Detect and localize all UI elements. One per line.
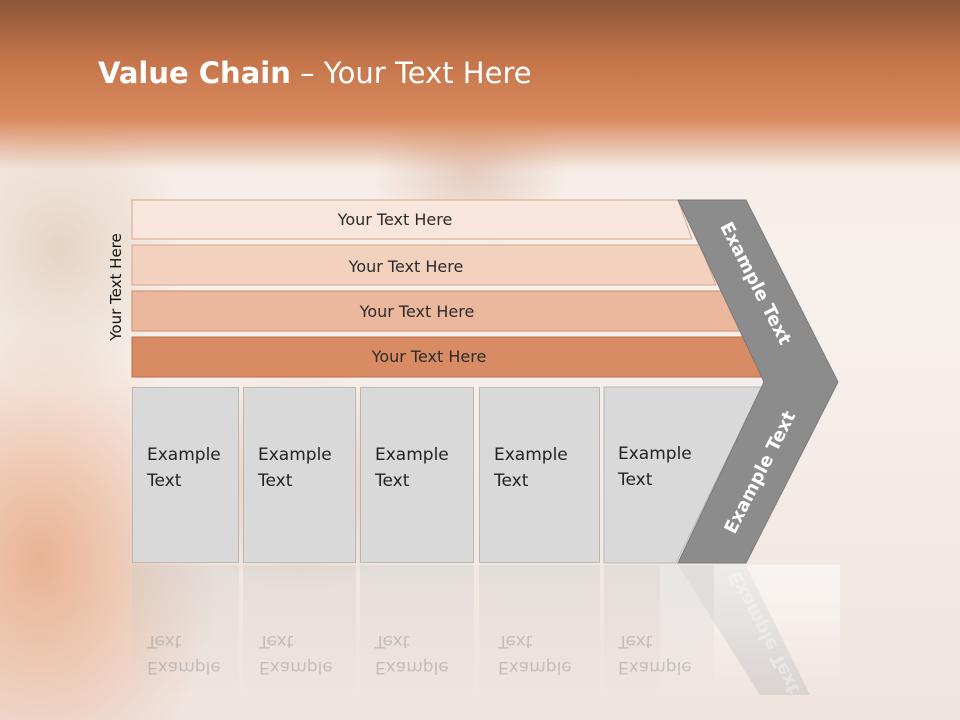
box-4-line1: Example bbox=[494, 445, 568, 465]
slide-title: Value Chain – Your Text Here bbox=[98, 56, 532, 90]
bar-2-label: Your Text Here bbox=[348, 256, 464, 276]
box-3-line1: Example bbox=[375, 445, 449, 465]
box-reflection-3 bbox=[360, 565, 474, 695]
fifth-box-shape bbox=[603, 386, 763, 564]
bar-3: Your Text Here bbox=[132, 292, 722, 330]
title-bold: Value Chain bbox=[98, 56, 291, 90]
bar-4-label: Your Text Here bbox=[371, 346, 487, 366]
box-2-line1: Example bbox=[258, 445, 332, 465]
chevron-shape bbox=[677, 199, 839, 564]
box-3-line2: Text bbox=[375, 471, 410, 491]
box-reflection-5 bbox=[604, 565, 714, 695]
bar-1: Your Text Here bbox=[132, 200, 678, 238]
box-reflection-4 bbox=[479, 565, 600, 695]
box-5-line1: Example bbox=[618, 444, 692, 464]
box-1-line2: Text bbox=[147, 471, 182, 491]
box-reflection-2 bbox=[243, 565, 356, 695]
box-reflection-1 bbox=[132, 565, 239, 695]
bar-2: Your Text Here bbox=[132, 247, 700, 285]
bar-shape-1 bbox=[131, 199, 693, 240]
box-1-line1: Example bbox=[147, 445, 221, 465]
box-4-line2: Text bbox=[494, 471, 529, 491]
box-5-line2: Text bbox=[618, 470, 653, 490]
box-2-line2: Text bbox=[258, 471, 293, 491]
bar-3-label: Your Text Here bbox=[359, 301, 475, 321]
title-band bbox=[0, 0, 960, 170]
bar-1-label: Your Text Here bbox=[337, 209, 453, 229]
bar-4: Your Text Here bbox=[132, 337, 746, 375]
title-rest: – Your Text Here bbox=[290, 56, 532, 90]
bar-shape-2 bbox=[131, 244, 717, 286]
